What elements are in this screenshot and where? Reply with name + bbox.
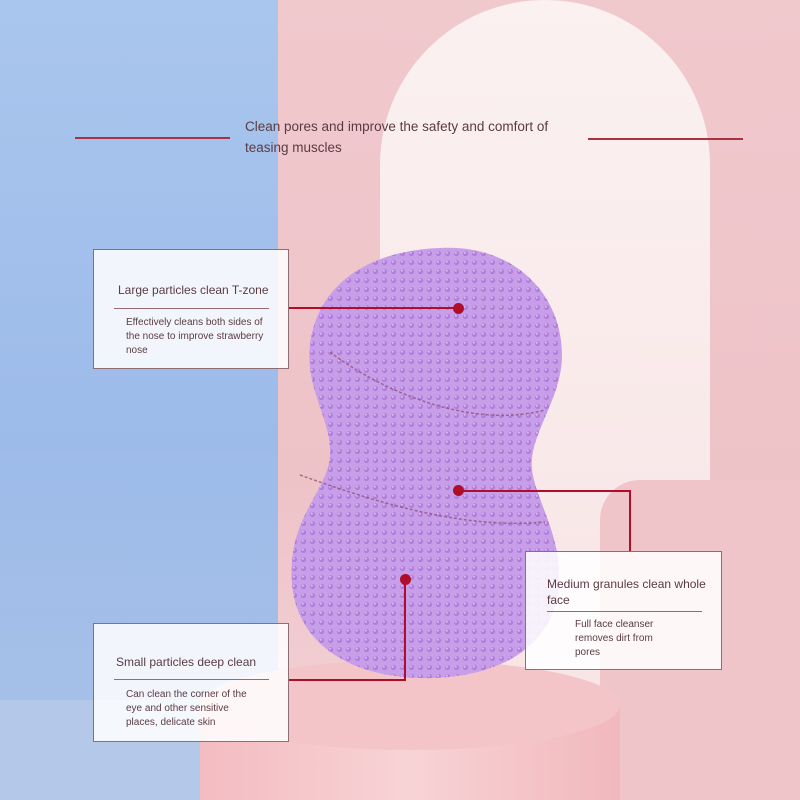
marker-dot-small <box>400 574 411 585</box>
callout-divider <box>547 611 702 612</box>
callout-title: Large particles clean T-zone <box>118 283 269 297</box>
desc-line: pores <box>575 647 601 658</box>
desc-line: nose <box>126 345 148 356</box>
headline-rule-right <box>588 138 743 140</box>
callout-small-particles: Small particles deep clean Can clean the… <box>93 623 289 742</box>
desc-line: Can clean the corner of the <box>126 689 247 700</box>
callout-desc: Effectively cleans both sides of the nos… <box>126 316 263 358</box>
title-line: Medium granules clean whole <box>547 577 706 591</box>
desc-line: places, delicate skin <box>126 717 216 728</box>
silicone-cleansing-pad <box>291 247 562 679</box>
desc-line: Full face cleanser <box>575 619 654 630</box>
callout-desc: Full face cleanser removes dirt from por… <box>575 618 653 660</box>
marker-dot-large <box>453 303 464 314</box>
leader-line-medium-v <box>629 490 631 551</box>
desc-line: removes dirt from <box>575 633 653 644</box>
desc-line: eye and other sensitive <box>126 703 229 714</box>
leader-line-large <box>289 307 457 309</box>
leader-line-small-h <box>289 679 406 681</box>
title-line: face <box>547 593 570 607</box>
callout-medium-granules: Medium granules clean whole face Full fa… <box>525 551 722 670</box>
headline-text: Clean pores and improve the safety and c… <box>245 116 585 158</box>
headline-line-2: teasing muscles <box>245 140 342 155</box>
callout-large-particles: Large particles clean T-zone Effectively… <box>93 249 289 369</box>
desc-line: the nose to improve strawberry <box>126 331 264 342</box>
callout-title: Medium granules clean whole face <box>547 576 706 608</box>
callout-divider <box>114 308 269 309</box>
headline-line-1: Clean pores and improve the safety and c… <box>245 119 549 134</box>
leader-line-medium-h <box>460 490 631 492</box>
callout-title: Small particles deep clean <box>116 655 257 669</box>
leader-line-small-v <box>404 582 406 681</box>
marker-dot-medium <box>453 485 464 496</box>
headline-rule-left <box>75 137 230 139</box>
desc-line: Effectively cleans both sides of <box>126 317 263 328</box>
callout-divider <box>114 679 269 680</box>
callout-desc: Can clean the corner of the eye and othe… <box>126 688 247 730</box>
